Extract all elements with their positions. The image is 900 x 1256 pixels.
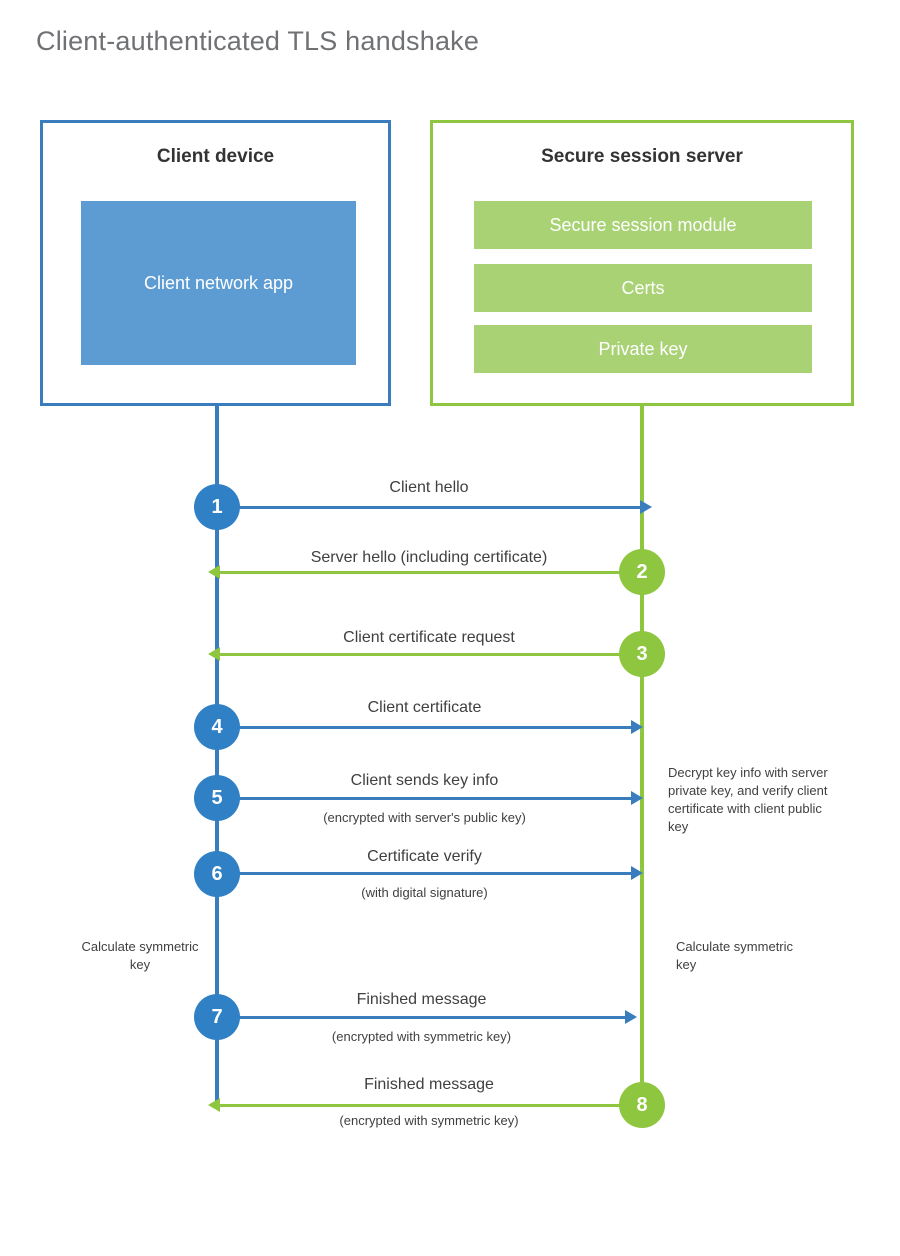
- step-circle-1[interactable]: 1: [194, 484, 240, 530]
- arrow-step-8: [208, 1098, 642, 1112]
- message-label-step-5: Client sends key info: [350, 772, 499, 789]
- arrow-step-7: [217, 1010, 637, 1024]
- certs-block: Certs: [474, 264, 812, 312]
- arrow-step-6: [217, 866, 643, 880]
- secure-session-module-block: Secure session module: [474, 201, 812, 249]
- secure-session-server-box: Secure session server Secure session mod…: [430, 120, 854, 406]
- private-key-block: Private key: [474, 325, 812, 373]
- arrowhead-left-icon: [208, 647, 220, 661]
- message-sublabel-step-8: (encrypted with symmetric key): [339, 1113, 519, 1128]
- message-label-step-4: Client certificate: [367, 699, 482, 716]
- step-circle-5[interactable]: 5: [194, 775, 240, 821]
- step-circle-4[interactable]: 4: [194, 704, 240, 750]
- step-circle-8[interactable]: 8: [619, 1082, 665, 1128]
- arrowhead-right-icon: [631, 720, 643, 734]
- arrow-step-3: [208, 647, 642, 661]
- arrow-step-5: [217, 791, 643, 805]
- client-device-box: Client device Client network app: [40, 120, 391, 406]
- message-label-step-7: Finished message: [356, 991, 487, 1008]
- message-sublabel-step-7: (encrypted with symmetric key): [331, 1029, 512, 1044]
- arrowhead-right-icon: [640, 500, 652, 514]
- step-circle-2[interactable]: 2: [619, 549, 665, 595]
- message-label-step-6: Certificate verify: [367, 848, 482, 865]
- secure-session-server-title: Secure session server: [541, 146, 743, 167]
- page-title: Client-authenticated TLS handshake: [36, 26, 480, 56]
- arrow-step-1: [217, 500, 652, 514]
- message-label-step-2: Server hello (including certificate): [310, 549, 548, 566]
- server-calculate-symmetric-key-annotation: Calculate symmetric key: [676, 939, 794, 972]
- message-label-step-3: Client certificate request: [343, 629, 515, 646]
- arrowhead-left-icon: [208, 565, 220, 579]
- arrowhead-left-icon: [208, 1098, 220, 1112]
- step-circle-6[interactable]: 6: [194, 851, 240, 897]
- message-sublabel-step-5: (encrypted with server's public key): [323, 810, 526, 825]
- client-device-title: Client device: [156, 146, 275, 167]
- client-calculate-symmetric-key-annotation: Calculate symmetric key: [81, 939, 199, 972]
- client-network-app-block: Client network app: [81, 201, 356, 365]
- arrowhead-right-icon: [631, 791, 643, 805]
- arrowhead-right-icon: [625, 1010, 637, 1024]
- client-lifeline: [215, 406, 219, 1106]
- message-sublabel-step-6: (with digital signature): [361, 885, 488, 900]
- message-label-step-8: Finished message: [364, 1076, 494, 1093]
- step-circle-7[interactable]: 7: [194, 994, 240, 1040]
- step-circle-3[interactable]: 3: [619, 631, 665, 677]
- server-decrypt-annotation: Decrypt key info with server private key…: [668, 765, 828, 834]
- message-label-step-1: Client hello: [389, 479, 469, 496]
- server-lifeline: [640, 406, 644, 1106]
- arrowhead-right-icon: [631, 866, 643, 880]
- arrow-step-4: [217, 720, 643, 734]
- arrow-step-2: [208, 565, 642, 579]
